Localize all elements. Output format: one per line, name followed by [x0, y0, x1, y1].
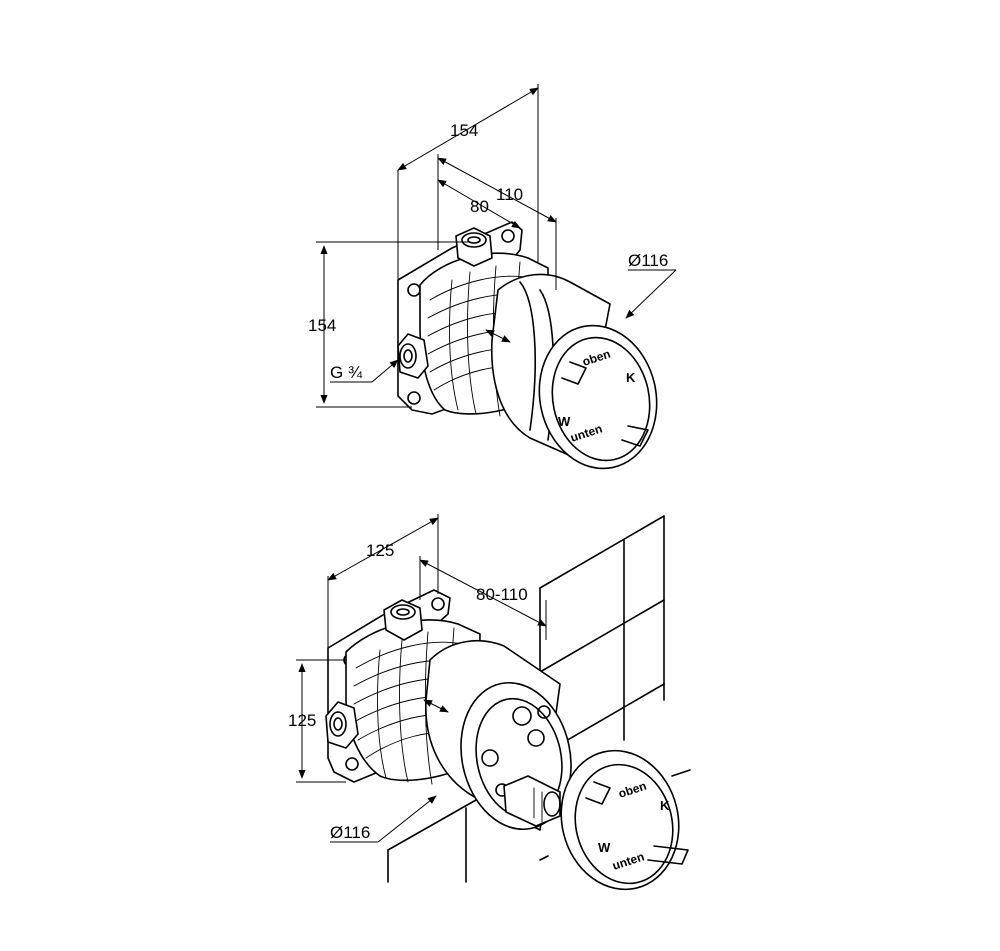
top-dim-height-label: 154: [308, 316, 336, 335]
top-diameter-label: Ø116: [628, 251, 668, 270]
top-dim-80-label: 80: [470, 197, 489, 216]
bottom-spindle: [503, 775, 561, 827]
bottom-cap-label-k: K: [660, 798, 670, 813]
top-connector-top: [455, 227, 493, 267]
top-cover-cap: oben unten W K: [538, 324, 658, 470]
top-dimension-height: 154: [308, 241, 470, 408]
bottom-cap-label-w: W: [598, 840, 611, 855]
bottom-dim-height-label: 125: [288, 711, 316, 730]
top-thread-label: G ¾: [330, 363, 363, 382]
top-cap-label-k: K: [626, 370, 636, 385]
top-body-arrow: [485, 329, 511, 343]
top-view: oben unten W K 154: [308, 84, 677, 470]
top-connector-side: [397, 333, 429, 379]
bottom-diameter-label: Ø116: [330, 823, 370, 842]
bottom-dimension-height: 125: [288, 659, 346, 783]
bottom-cover-cap: oben unten W K: [560, 749, 691, 891]
bottom-dim-depth-label: 80-110: [476, 585, 528, 604]
top-dim-110-label: 110: [496, 185, 523, 204]
bottom-connector-side: [325, 701, 359, 749]
bottom-diameter-callout: Ø116: [330, 795, 437, 843]
top-dim-width-label: 154: [450, 121, 478, 140]
top-diameter-callout: Ø116: [625, 251, 677, 319]
top-dimension-80: 80: [437, 179, 521, 229]
bottom-dim-width-label: 125: [366, 541, 394, 560]
bottom-view: oben unten W K 125 80-110 125: [288, 514, 691, 891]
bottom-dimension-depth: 80-110: [419, 556, 547, 640]
top-cap-label-w: W: [558, 414, 571, 429]
bottom-body-arrow: [423, 699, 449, 713]
bottom-dimension-width: 125: [327, 514, 439, 648]
bottom-connector-top: [383, 599, 423, 641]
top-thread-callout: G ¾: [330, 359, 399, 383]
